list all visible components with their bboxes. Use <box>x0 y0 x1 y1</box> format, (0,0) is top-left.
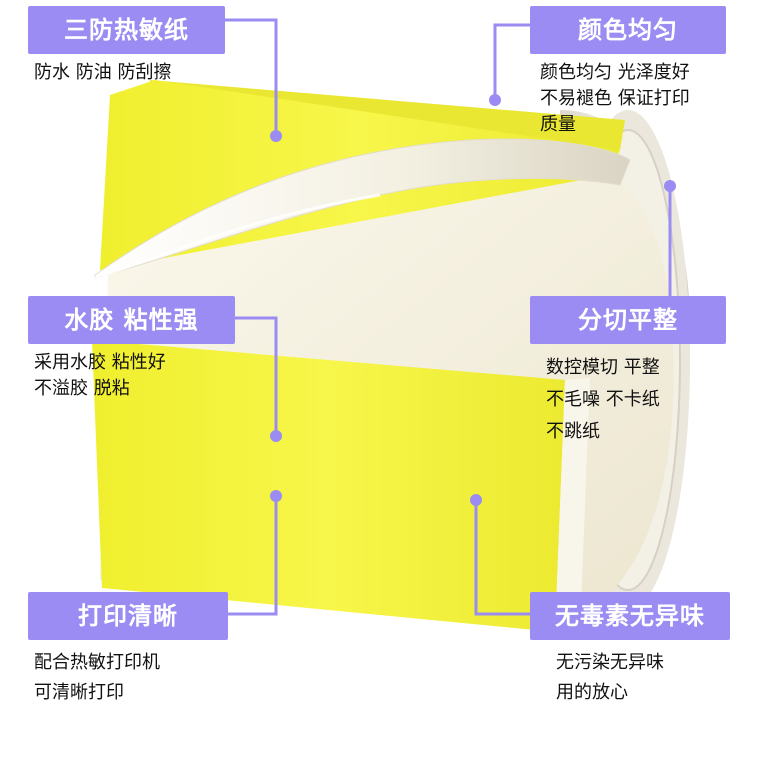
desc-line: 质量 <box>540 114 576 135</box>
feature-desc-three-proof: 防水 防油 防刮擦 <box>34 60 171 86</box>
desc-line: 数控模切 平整 <box>546 357 660 378</box>
liner-highlight <box>94 193 381 280</box>
desc-line: 防水 防油 防刮擦 <box>34 62 172 83</box>
feature-desc-non-toxic: 无污染无异味 用的放心 <box>556 648 664 708</box>
feature-desc-water-glue: 采用水胶 粘性好 不溢胶 脱粘 <box>34 350 166 402</box>
feature-desc-clear-print: 配合热敏打印机 可清晰打印 <box>34 648 160 708</box>
front-label <box>92 340 565 632</box>
desc-line: 采用水胶 粘性好 <box>34 352 166 373</box>
feature-badge-water-glue: 水胶 粘性强 <box>28 296 235 344</box>
feature-badge-clear-print: 打印清晰 <box>28 592 228 640</box>
label-gap <box>555 378 590 632</box>
feature-badge-three-proof: 三防热敏纸 <box>28 6 225 54</box>
feature-badge-even-color: 颜色均匀 <box>530 6 726 54</box>
desc-line: 用的放心 <box>556 682 628 703</box>
connector-dots <box>270 94 676 506</box>
feature-badge-even-cut: 分切平整 <box>530 296 726 344</box>
feature-desc-even-color: 颜色均匀 光泽度好 不易褪色 保证打印 质量 <box>540 60 690 138</box>
desc-line: 不溢胶 脱粘 <box>34 378 130 399</box>
feature-badge-non-toxic: 无毒素无异味 <box>530 592 730 640</box>
desc-line: 颜色均匀 光泽度好 <box>540 62 690 83</box>
desc-line: 配合热敏打印机 <box>34 652 160 673</box>
desc-line: 不跳纸 <box>546 421 600 442</box>
desc-line: 可清晰打印 <box>34 682 124 703</box>
desc-line: 不毛噪 不卡纸 <box>546 389 660 410</box>
feature-desc-even-cut: 数控模切 平整 不毛噪 不卡纸 不跳纸 <box>546 352 660 448</box>
desc-line: 无污染无异味 <box>556 652 664 673</box>
desc-line: 不易褪色 保证打印 <box>540 88 690 109</box>
peeled-liner <box>94 138 631 279</box>
